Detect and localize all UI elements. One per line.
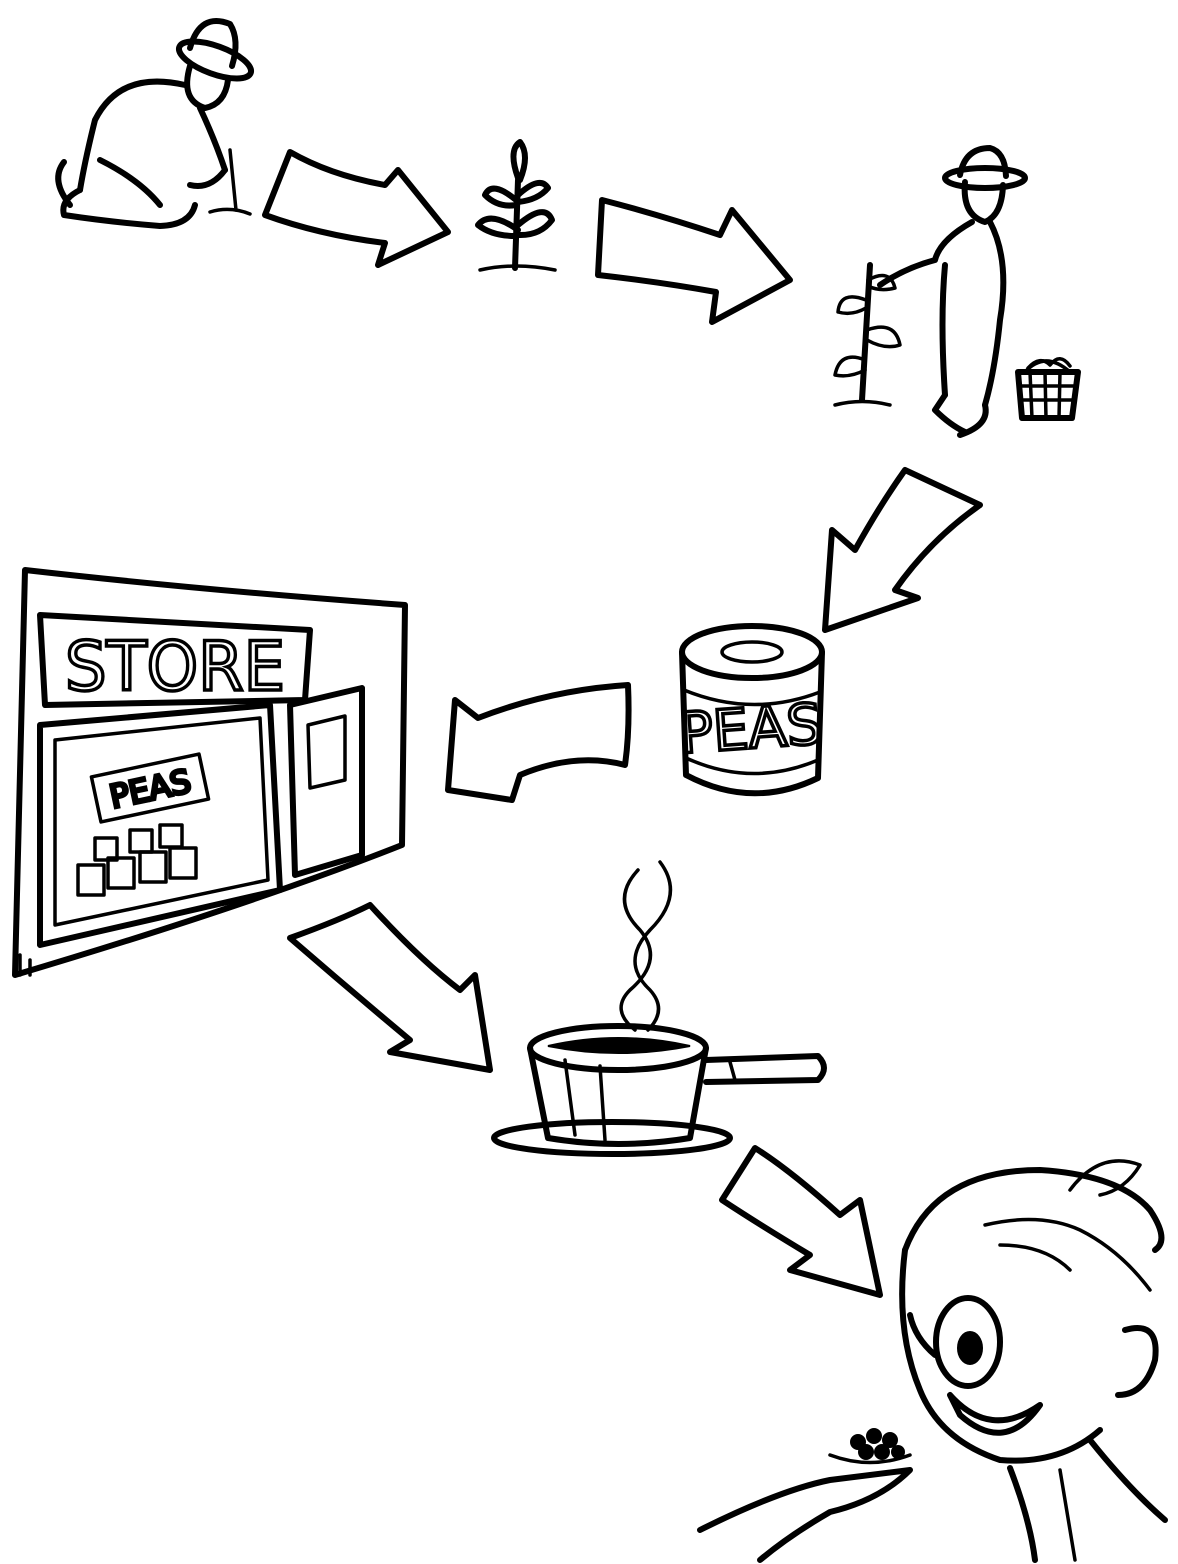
farmer-harvesting [835, 148, 1078, 435]
young-plant [478, 142, 555, 270]
arrow-sprout-to-harvest [598, 200, 790, 322]
store-sign: STORE [65, 628, 285, 707]
arrow-store-to-pan [290, 905, 490, 1070]
can-label: PEAS [677, 692, 824, 767]
farmer-planting [58, 21, 255, 226]
can-of-peas: PEAS [677, 626, 824, 793]
arrow-pan-to-boy [722, 1148, 880, 1295]
arrow-harvest-to-can [825, 470, 980, 630]
arrow-plant-to-sprout [265, 152, 448, 265]
arrow-can-to-store [448, 685, 629, 800]
cooking-pan [494, 862, 824, 1154]
